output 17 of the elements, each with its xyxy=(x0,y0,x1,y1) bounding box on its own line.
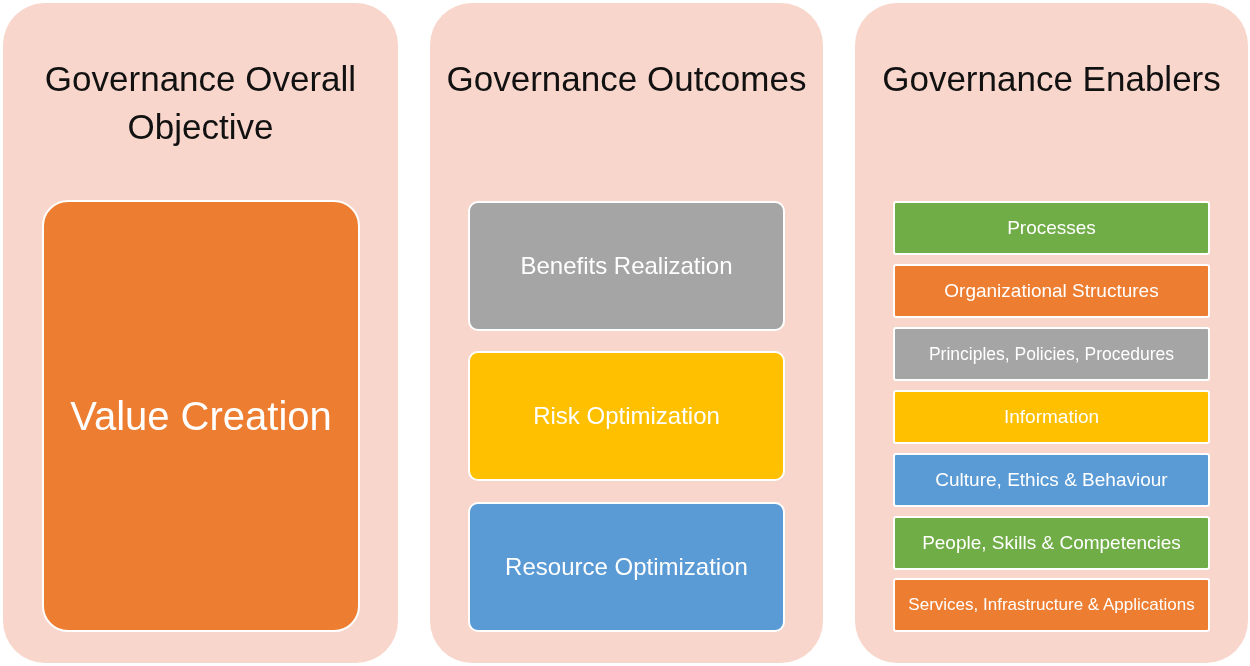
column-heading: Governance Outcomes xyxy=(445,58,808,100)
enabler-box: Services, Infrastructure & Applications xyxy=(893,578,1210,632)
column-panel xyxy=(855,3,1248,663)
value-box: Value Creation xyxy=(42,200,360,632)
outcome-box: Resource Optimization xyxy=(468,502,785,632)
outcome-box: Risk Optimization xyxy=(468,351,785,481)
column-panel xyxy=(3,3,398,663)
outcome-box: Benefits Realization xyxy=(468,201,785,331)
enabler-box: Principles, Policies, Procedures xyxy=(893,327,1210,381)
column-heading: Governance Enablers xyxy=(881,58,1222,100)
enabler-box: Processes xyxy=(893,201,1210,255)
column-panel xyxy=(430,3,823,663)
enabler-box: Culture, Ethics & Behaviour xyxy=(893,453,1210,507)
enabler-box: People, Skills & Competencies xyxy=(893,516,1210,570)
column-heading: Governance Overall Objective xyxy=(43,58,358,148)
enabler-box: Information xyxy=(893,390,1210,444)
enabler-box: Organizational Structures xyxy=(893,264,1210,318)
